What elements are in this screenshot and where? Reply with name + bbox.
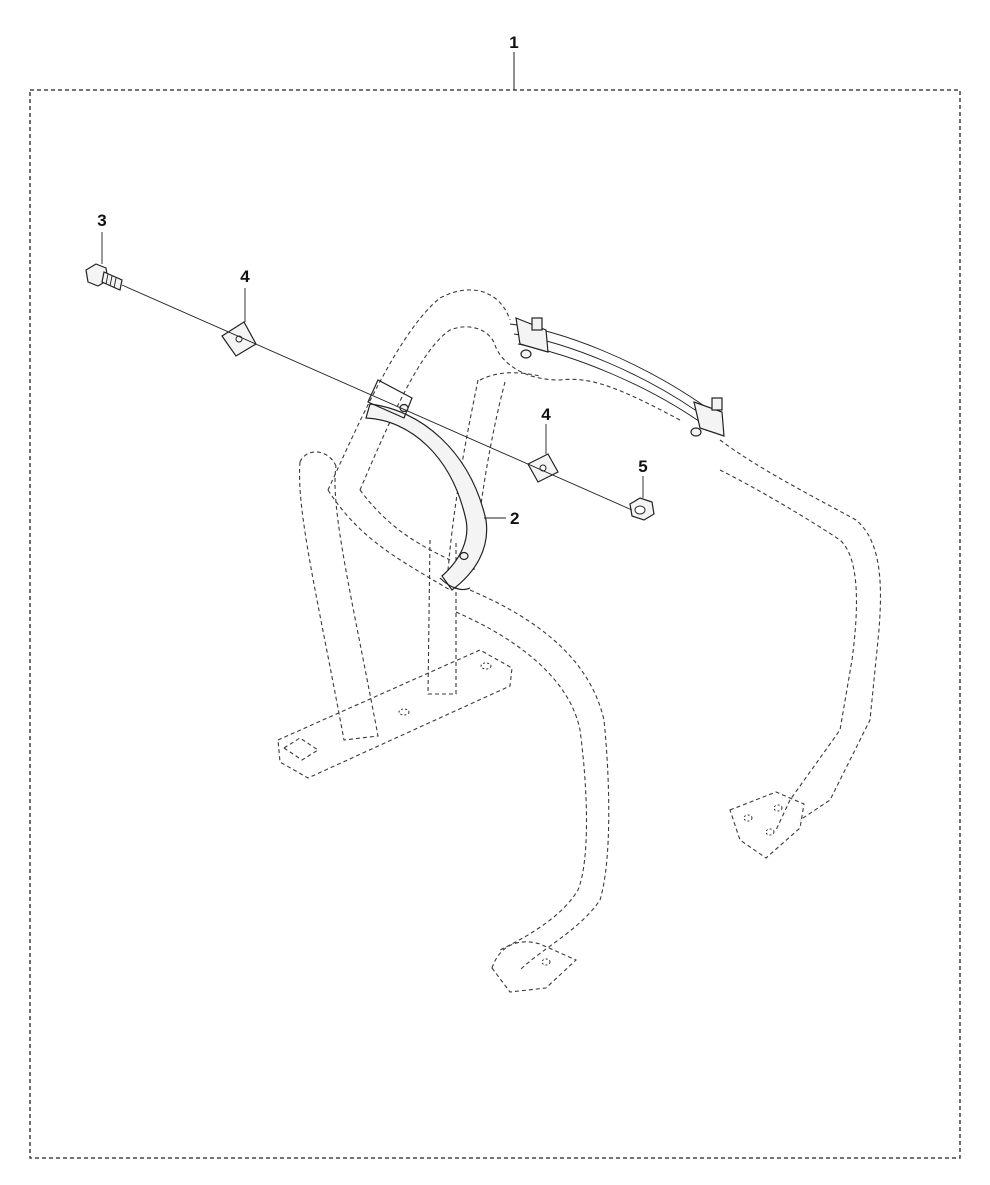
callout-bracket: 2 (510, 509, 519, 528)
handle-frame-outline (277, 289, 882, 993)
bolt-part (85, 263, 123, 291)
square-washer-right-part (527, 453, 559, 483)
assembly-axis-line (121, 284, 633, 511)
callout-bolt: 3 (97, 211, 106, 230)
callout-washer-left: 4 (240, 267, 250, 286)
callout-nut: 5 (638, 457, 647, 476)
callout-washer-right: 4 (541, 405, 551, 424)
bracket-strap-part (365, 379, 488, 591)
callout-kit: 1 (509, 33, 518, 52)
upper-clamp-assembly (509, 317, 725, 437)
kit-boundary-box (29, 89, 961, 1159)
square-washer-left-part (221, 321, 257, 357)
nut-part (629, 497, 655, 521)
